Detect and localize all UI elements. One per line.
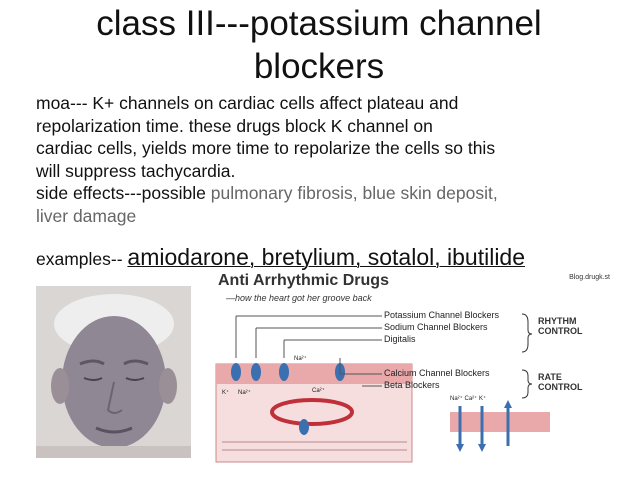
ion-ca: Ca²⁺ bbox=[312, 387, 325, 394]
examples-label: examples-- bbox=[36, 249, 128, 269]
title-line-1: class III---potassium channel bbox=[96, 4, 542, 43]
side-effect-separator: , bbox=[352, 183, 363, 203]
body-text: moa--- K+ channels on cardiac cells affe… bbox=[36, 92, 616, 227]
channel-5 bbox=[299, 419, 309, 435]
schematic-membrane bbox=[450, 412, 550, 432]
sarcoplasmic-ring bbox=[270, 398, 354, 426]
side-effect-pulmonary-fibrosis: pulmonary fibrosis bbox=[210, 183, 353, 203]
examples-line: examples-- amiodarone, bretylium, sotalo… bbox=[36, 244, 525, 271]
side-effects: side effects---possible pulmonary fibros… bbox=[36, 183, 498, 203]
slide-title: class III---potassium channel blockers bbox=[0, 2, 638, 88]
diagram-subtitle: —how the heart got her groove back bbox=[226, 293, 372, 303]
blue-skin-photo bbox=[36, 286, 191, 458]
label-potassium-blockers: Potassium Channel Blockers bbox=[384, 310, 500, 320]
title-line-2: blockers bbox=[253, 47, 385, 86]
label-digitalis: Digitalis bbox=[384, 334, 416, 344]
side-effect-blue-skin: blue skin deposit bbox=[362, 183, 493, 203]
ion-na: Na²⁺ bbox=[238, 389, 251, 396]
cell-membrane bbox=[216, 364, 412, 384]
rhythm-control: RHYTHM CONTROL bbox=[538, 316, 583, 336]
moa-line-1: moa--- K+ channels on cardiac cells affe… bbox=[36, 93, 459, 113]
label-calcium-blockers: Calcium Channel Blockers bbox=[384, 368, 490, 378]
diagram-brand: Blog.drugk.st bbox=[569, 274, 610, 281]
moa-line-2: repolarization time. these drugs block K… bbox=[36, 115, 433, 136]
moa-line-3: cardiac cells, yields more time to repol… bbox=[36, 138, 496, 158]
anti-arrhythmic-diagram: Anti Arrhythmic Drugs —how the heart got… bbox=[212, 272, 612, 464]
diagram-graphic: Na²⁺ K⁺ Na²⁺ Ca²⁺ Na²⁺ Ca²⁺ K⁺ bbox=[215, 313, 550, 463]
side-effects-label: side effects---possible bbox=[36, 183, 211, 203]
examples-drugs: amiodarone, bretylium, sotalol, ibutilid… bbox=[127, 244, 526, 270]
ion-legend: Na²⁺ Ca²⁺ K⁺ bbox=[450, 395, 486, 402]
diagram-title: Anti Arrhythmic Drugs bbox=[218, 272, 389, 289]
side-effect-liver-damage: liver damage bbox=[36, 205, 137, 226]
ion-na2: Na²⁺ bbox=[294, 355, 307, 362]
moa-line-4: will suppress tachycardia. bbox=[36, 160, 236, 181]
rate-control: RATE CONTROL bbox=[538, 372, 583, 392]
channel-1 bbox=[231, 363, 241, 381]
ion-k: K⁺ bbox=[222, 389, 229, 396]
channel-2 bbox=[251, 363, 261, 381]
label-beta-blockers: Beta Blockers bbox=[384, 380, 440, 390]
label-sodium-blockers: Sodium Channel Blockers bbox=[384, 322, 488, 332]
channel-3 bbox=[279, 363, 289, 381]
